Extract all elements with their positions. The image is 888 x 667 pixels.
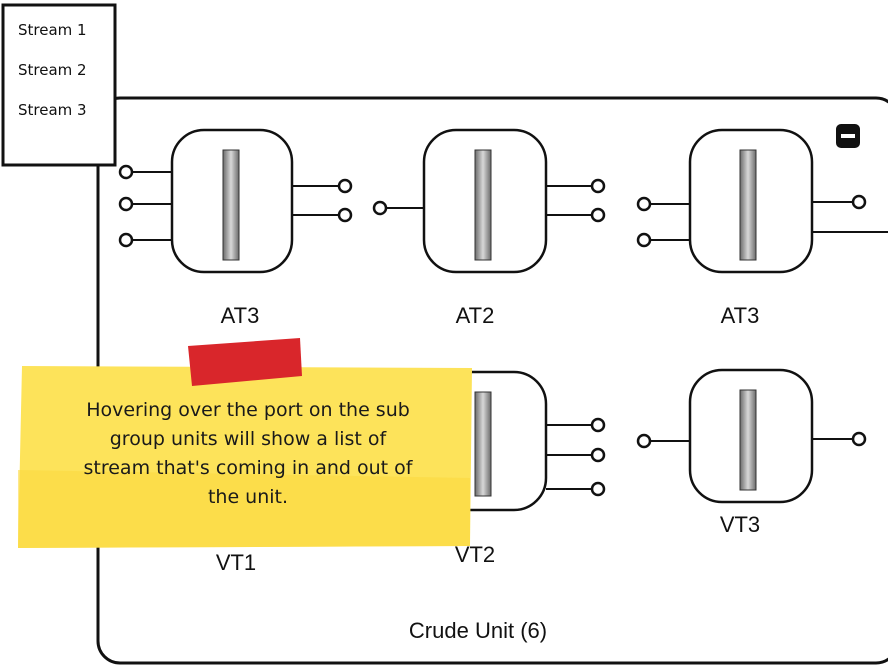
minus-bar <box>841 134 855 138</box>
unit-at3-right[interactable] <box>636 128 888 274</box>
note-line: the unit. <box>208 486 288 508</box>
collapse-button[interactable] <box>836 124 860 148</box>
unit-label: VT3 <box>720 512 760 537</box>
output-port[interactable] <box>590 207 606 223</box>
output-port[interactable] <box>851 431 867 447</box>
note-line: Hovering over the port on the sub <box>86 399 410 421</box>
output-port[interactable] <box>590 447 606 463</box>
input-port[interactable] <box>118 196 134 212</box>
stream-popup: Stream 1 Stream 2 Stream 3 <box>1 3 117 167</box>
output-port[interactable] <box>590 178 606 194</box>
stream-item[interactable]: Stream 2 <box>18 61 87 79</box>
unit-label: AT3 <box>721 303 760 328</box>
unit-at3-left[interactable] <box>118 128 353 274</box>
note-line: group units will show a list of <box>110 428 388 450</box>
unit-label: VT1 <box>216 550 256 575</box>
unit-label: AT2 <box>456 303 495 328</box>
input-port[interactable] <box>636 232 652 248</box>
input-port[interactable] <box>118 232 134 248</box>
output-port[interactable] <box>851 194 867 210</box>
unit-label: AT3 <box>221 303 260 328</box>
note-line: stream that's coming in and out of <box>84 457 414 479</box>
output-port[interactable] <box>337 178 353 194</box>
input-port[interactable] <box>372 200 388 216</box>
stream-item[interactable]: Stream 1 <box>18 21 87 39</box>
group-title: Crude Unit (6) <box>409 618 547 643</box>
tape <box>188 338 302 386</box>
input-port[interactable] <box>636 196 652 212</box>
output-port[interactable] <box>337 207 353 223</box>
input-port[interactable] <box>118 164 134 180</box>
unit-vt3[interactable] <box>636 368 867 504</box>
stream-item[interactable]: Stream 3 <box>18 101 87 119</box>
input-port[interactable] <box>636 433 652 449</box>
unit-at2[interactable] <box>372 128 606 274</box>
output-port[interactable] <box>590 417 606 433</box>
unit-label: VT2 <box>455 542 495 567</box>
output-port[interactable] <box>590 481 606 497</box>
sticky-note: Hovering over the port on the sub group … <box>18 338 472 548</box>
